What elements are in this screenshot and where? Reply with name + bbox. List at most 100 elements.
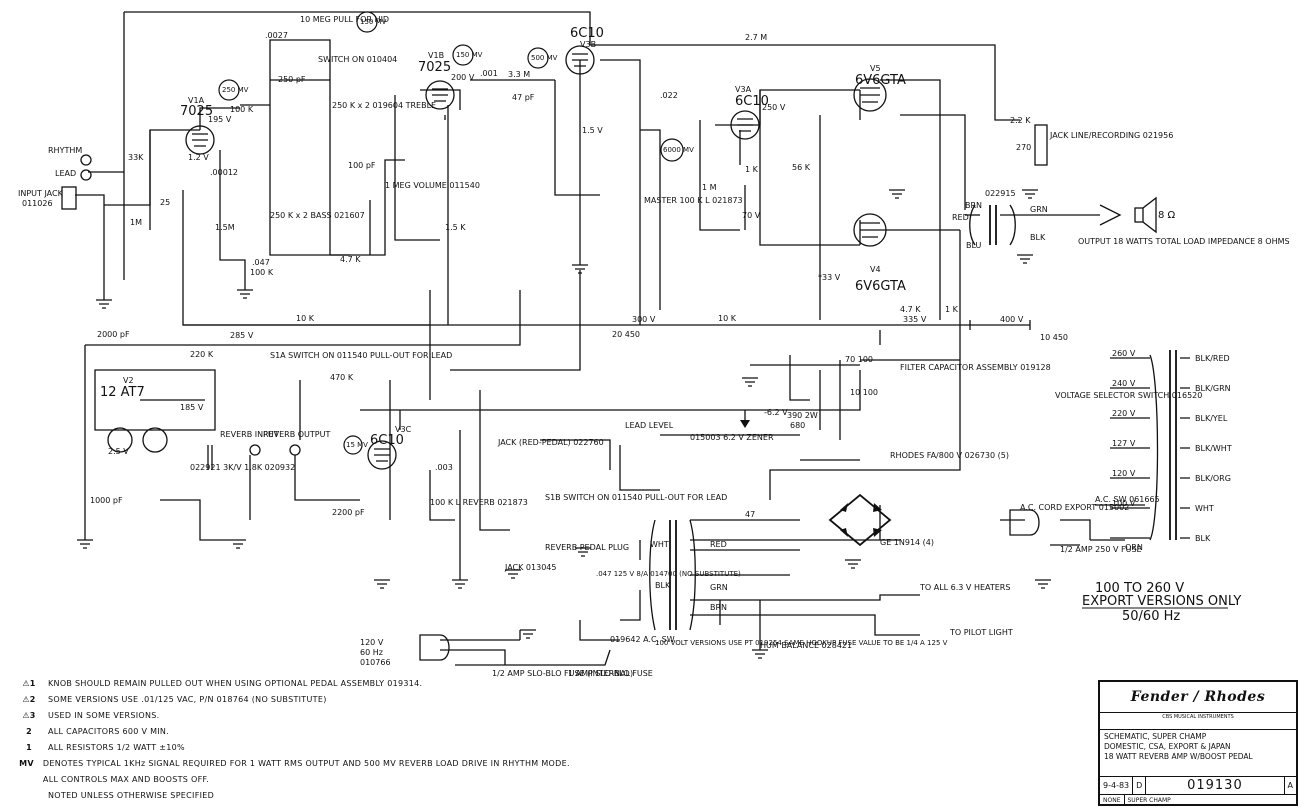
volume-label: 1 MEG VOLUME 011540 [385,181,480,190]
tube-name: V3C [395,425,412,434]
tube-type: 6C10 [735,94,769,109]
tube-name: V2 [123,376,134,385]
master-label: MASTER 100 K L 021873 [644,196,743,205]
svg-text:195 V: 195 V [208,115,232,124]
volt-versions-label: 100 VOLT VERSIONS USE PT 019254 SAME HOO… [655,639,948,647]
drawing-model: SUPER CHAMP [1127,796,1171,804]
bass-label: 250 K x 2 BASS 021607 [270,211,365,220]
svg-text:400 V: 400 V [1000,315,1024,324]
bubble-label: 15 MV [346,441,368,449]
output-transformer-label: 022915 [985,189,1016,198]
notes-list: ⚠1 KNOB SHOULD REMAIN PULLED OUT WHEN US… [18,676,578,804]
tap-color: WHT [1195,504,1214,513]
svg-text:390 2W: 390 2W [787,411,818,420]
drawing-title: SCHEMATIC, SUPER CHAMP DOMESTIC, CSA, EX… [1100,730,1296,777]
svg-text:100 K: 100 K [250,268,274,277]
tap-voltage: 220 V [1112,409,1136,418]
svg-text:47 pF: 47 pF [512,93,535,102]
export-ac-sw-label: A.C. SW 061665 [1095,495,1160,504]
tube-type: 6C10 [370,433,404,448]
input-jack-label: INPUT JACK [18,189,64,198]
svg-text:1M: 1M [130,218,142,227]
export-title: 100 TO 260 V [1095,581,1184,596]
export-cord-label: A.C. CORD EXPORT 015002 [1020,503,1129,512]
bubble-label: 500 MV [531,54,558,62]
cap-047-label: .047 125 V 8/A 014700 (NO SUBSTITUTE) [596,570,741,578]
svg-text:220 K: 220 K [190,350,214,359]
rectifier-label: RHODES FA/800 V 026730 (5) [890,451,1009,460]
svg-text:250 V: 250 V [762,103,786,112]
tube-name: V1A [188,96,205,105]
svg-text:BLK: BLK [1030,233,1046,242]
speaker-label: 8 Ω [1158,210,1176,221]
svg-text:335 V: 335 V [903,315,927,324]
note: ⚠3 USED IN SOME VERSIONS. [22,711,160,720]
svg-text:1 K: 1 K [745,165,759,174]
diode-label: GE 1N914 (4) [880,538,934,547]
power-supply: RHODES FA/800 V 026730 (5) GE 1N914 (4) … [360,451,1013,678]
brand-logo: Fender / Rhodes [1100,682,1296,713]
svg-text:56 K: 56 K [792,163,811,172]
svg-text:2200 pF: 2200 pF [332,508,365,517]
svg-text:470 K: 470 K [330,373,354,382]
svg-text:BLK: BLK [655,581,671,590]
svg-text:2.2 K: 2.2 K [1010,116,1031,125]
tap-color: BLK [1195,534,1211,543]
treble-label: 250 K x 2 019604 TREBLE [332,101,436,110]
svg-text:*33 V: *33 V [818,273,841,282]
tap-voltage: 240 V [1112,379,1136,388]
note: 2 ALL CAPACITORS 600 V MIN. [26,727,170,736]
ground-symbols [77,189,1051,659]
tube-name: V3A [735,85,752,94]
lead-level-label: LEAD LEVEL [625,421,674,430]
svg-text:3.3 M: 3.3 M [508,70,530,79]
reverb-pedal-jack-label: JACK 013045 [504,563,556,572]
svg-text:BLU: BLU [966,241,982,250]
svg-text:70 V: 70 V [742,211,761,220]
pull-hi-label: 10 MEG PULL FOR HID [300,15,389,24]
tube-type: 12 AT7 [100,385,145,400]
tube-name: V5 [870,64,881,73]
reverb-output-label: REVERB OUTPUT [263,430,330,439]
svg-text:250 pF: 250 pF [278,75,306,84]
export-subtitle: EXPORT VERSIONS ONLY [1082,594,1241,609]
tap-color: BLK/GRN [1195,384,1231,393]
tube-v1b: V1B 7025 [418,51,455,110]
tube-name: V3B [580,40,596,49]
svg-text:10 K: 10 K [718,314,737,323]
tube-v1a: V1A 7025 [180,96,215,155]
svg-text:60 Hz: 60 Hz [360,648,383,657]
tube-v3b: V3B 6C10 [565,26,604,75]
svg-text:1 K: 1 K [945,305,959,314]
svg-text:1 M: 1 M [702,183,717,192]
filter-assembly-label: FILTER CAPACITOR ASSEMBLY 019128 [900,363,1051,372]
svg-text:1.5 K: 1.5 K [445,223,466,232]
tube-v2: V2 12 AT7 [100,376,168,453]
tube-v3c: V3C 6C10 [367,425,412,470]
tube-type: 7025 [418,60,451,75]
main-fuse-label: 1 AMP SLO-BLO FUSE [568,669,653,678]
note: ⚠1 KNOB SHOULD REMAIN PULLED OUT WHEN US… [22,679,423,688]
switch-on-label: SWITCH ON 010404 [318,55,397,64]
svg-text:BRN: BRN [710,603,727,612]
svg-text:25: 25 [160,198,170,207]
svg-text:.0027: .0027 [265,31,288,40]
note: 1 ALL RESISTORS 1/2 WATT ±10% [26,743,185,752]
svg-text:1.5 V: 1.5 V [582,126,603,135]
tube-v3a: V3A 6C10 [730,85,769,140]
heaters-label: TO ALL 6.3 V HEATERS [919,583,1010,592]
tube-type: 6C10 [570,26,604,41]
reverb-input-label: REVERB INPUT [220,430,279,439]
drawing-size: D [1133,777,1147,794]
component-labels: RHYTHM LEAD INPUT JACK 011026 10 MEG PUL… [18,15,1173,572]
svg-text:47: 47 [745,510,755,519]
title-block: Fender / Rhodes CBS MUSICAL INSTRUMENTS … [1098,680,1298,806]
reverb-control-label: 100 K L REVERB 021873 [430,498,528,507]
svg-text:285 V: 285 V [230,331,254,340]
hum-balance-label: HUM BALANCE 028421 [760,641,852,650]
note: NOTED UNLESS OTHERWISE SPECIFIED [48,791,215,800]
tap-color: BLK/ORG [1195,474,1231,483]
bubble-label: 150 MV [456,51,483,59]
